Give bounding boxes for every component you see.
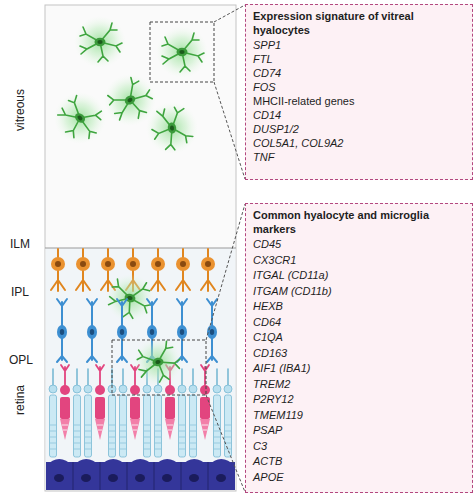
ipl-microglia	[106, 274, 157, 323]
zoom-box	[112, 340, 206, 395]
hyalocytes	[52, 16, 208, 154]
gene-name: CD64	[253, 315, 465, 331]
gene-name: HEXB	[253, 299, 465, 315]
gene-name: MHCII-related genes	[253, 94, 465, 108]
gene-name: CD14	[253, 108, 465, 122]
gene-name: CD74	[253, 66, 465, 80]
marker-box: Common hyalocyte and microglia markersCD…	[245, 203, 473, 493]
opl-microglia	[134, 338, 183, 386]
photoreceptors	[49, 365, 232, 457]
layer-label: vitreous	[13, 89, 27, 131]
gene-name: TNF	[253, 150, 465, 164]
gene-name: CD163	[253, 346, 465, 362]
gene-name: CX3CR1	[253, 253, 465, 269]
box-heading: Expression signature of vitreal hyalocyt…	[253, 9, 465, 37]
leader-lines	[206, 5, 245, 492]
layer-label: OPL	[9, 353, 33, 367]
box-heading: Common hyalocyte and microglia markers	[253, 208, 465, 236]
gene-name: AIF1 (IBA1)	[253, 361, 465, 377]
gene-name: COL5A1, COL9A2	[253, 136, 465, 150]
retina-ground	[46, 248, 236, 490]
gene-name: PSAP	[253, 423, 465, 439]
marker-box: Expression signature of vitreal hyalocyt…	[245, 4, 473, 180]
gene-name: CD45	[253, 237, 465, 253]
gene-name: C1QA	[253, 330, 465, 346]
gene-name: FOS	[253, 80, 465, 94]
gene-name: FTL	[253, 52, 465, 66]
gene-name: TREM2	[253, 377, 465, 393]
layer-label: IPL	[11, 285, 29, 299]
gene-name: ACTB	[253, 454, 465, 470]
gene-name: SPP1	[253, 38, 465, 52]
gene-name: DUSP1/2	[253, 122, 465, 136]
rpe-layer	[46, 459, 235, 490]
gene-name: ITGAM (CD11b)	[253, 284, 465, 300]
gene-name: ITGAL (CD11a)	[253, 268, 465, 284]
tissue-panel	[45, 5, 236, 491]
layer-label: retina	[13, 385, 27, 415]
gene-name: C3	[253, 439, 465, 455]
gene-name: P2RY12	[253, 392, 465, 408]
zoom-box	[150, 22, 214, 82]
gene-name: APOE	[253, 470, 465, 486]
layer-label: ILM	[10, 237, 30, 251]
gene-name: TMEM119	[253, 408, 465, 424]
